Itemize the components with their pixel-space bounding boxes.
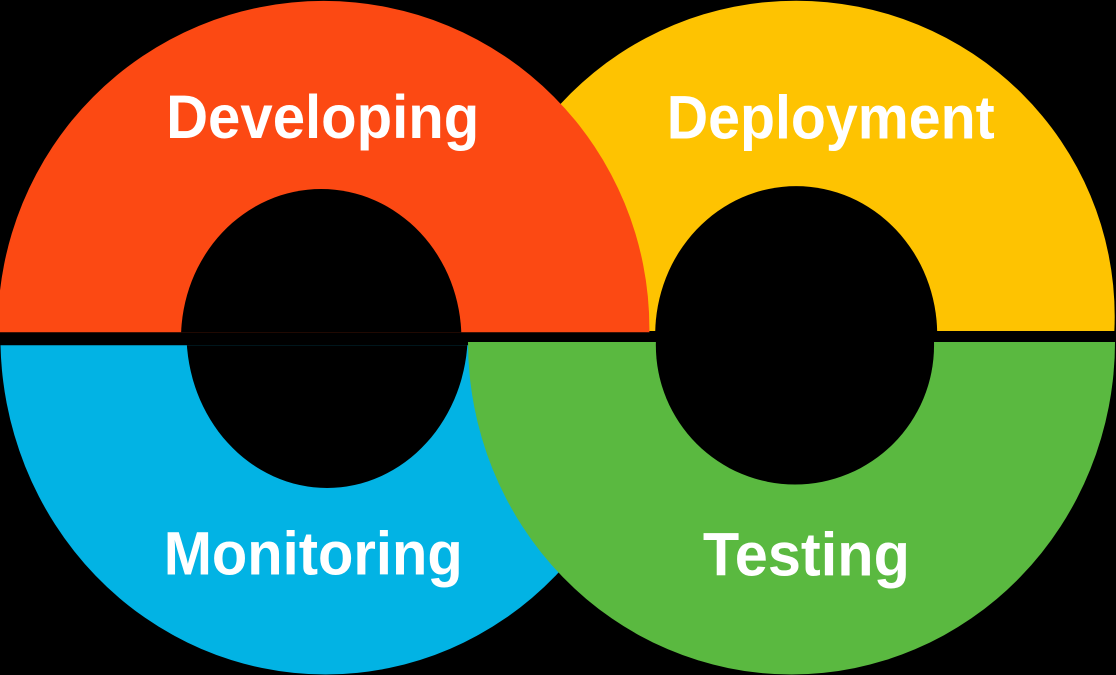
- svg-text:Testing: Testing: [703, 521, 910, 589]
- svg-text:Monitoring: Monitoring: [164, 519, 463, 587]
- svg-text:Developing: Developing: [166, 83, 479, 151]
- svg-text:Deployment: Deployment: [667, 84, 995, 152]
